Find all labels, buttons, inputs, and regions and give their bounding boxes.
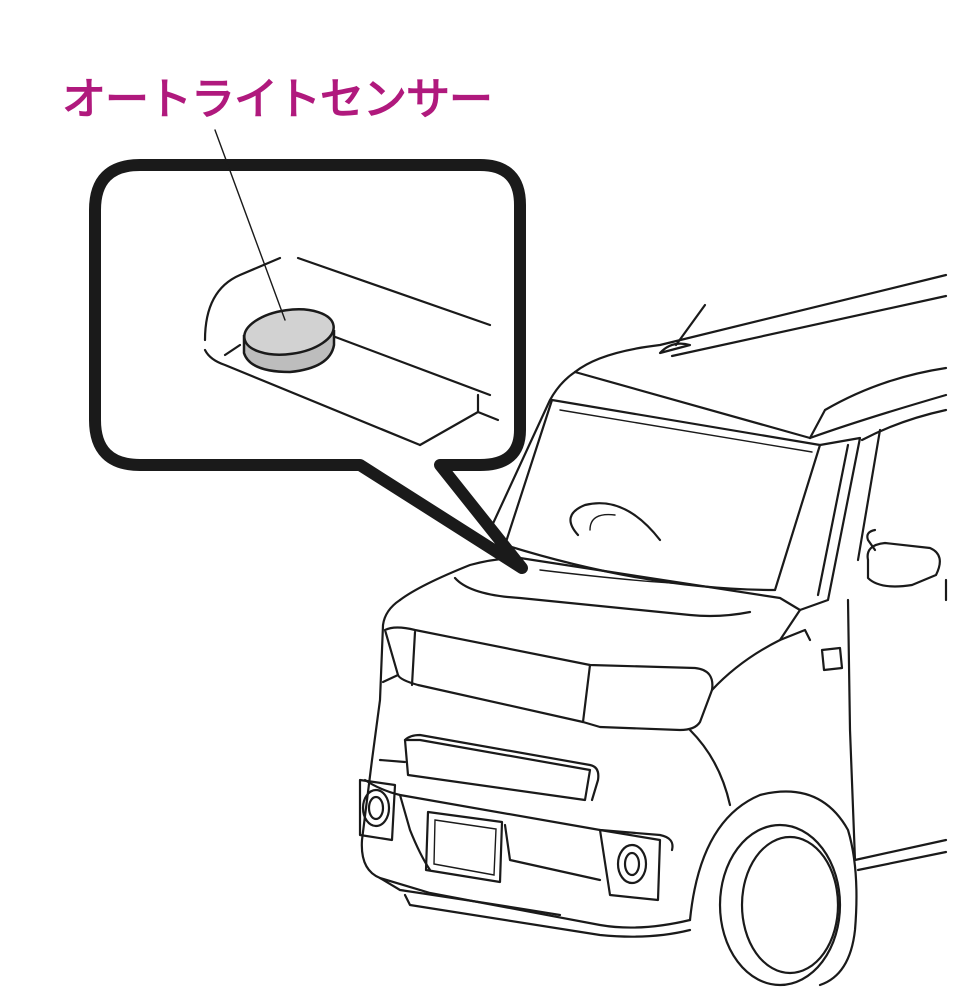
auto-light-sensor-label: オートライトセンサー [62, 74, 493, 125]
auto-light-sensor [242, 308, 336, 374]
car-body [358, 273, 948, 987]
leader-line [214, 129, 286, 321]
